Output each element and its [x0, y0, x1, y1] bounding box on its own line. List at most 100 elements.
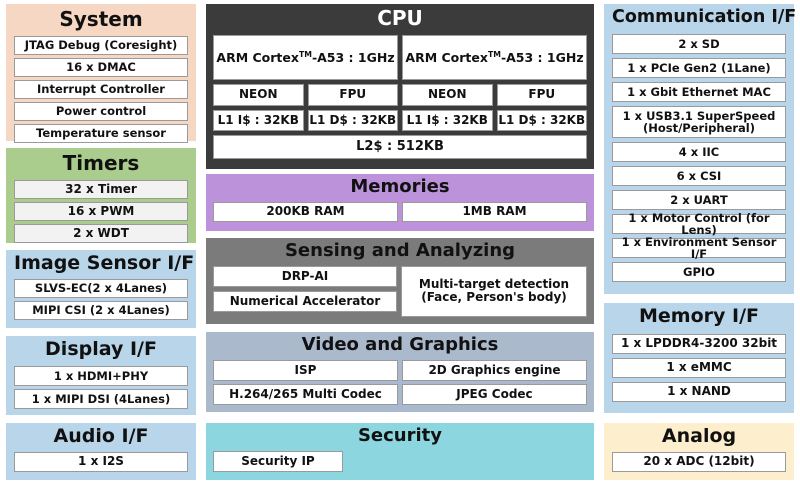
block-cpu: CPU ARM CortexTM-A53 : 1GHz ARM CortexTM… [206, 4, 594, 169]
block-title-system: System [59, 7, 143, 31]
block-title-timers: Timers [62, 151, 140, 175]
cell-l2-cache: L2$ : 512KB [213, 135, 587, 159]
cpu-core-0-prefix: ARM Cortex [216, 49, 299, 65]
cell-pwm: 16 x PWM [14, 202, 188, 221]
cell-iic: 4 x IIC [612, 142, 786, 163]
cpu-core-1-prefix: ARM Cortex [405, 49, 488, 65]
sensing-cell-list: DRP-AI Numerical Accelerator Multi-targe… [213, 265, 587, 317]
cpu-cell-list: ARM CortexTM-A53 : 1GHz ARM CortexTM-A53… [213, 35, 587, 159]
communication-cell-list: 2 x SD 1 x PCIe Gen2 (1Lane) 1 x Gbit Et… [612, 34, 786, 283]
video-cell-list: ISP 2D Graphics engine H.264/265 Multi C… [213, 359, 587, 405]
block-title-security: Security [357, 425, 443, 446]
cpu-unit-row: NEON FPU NEON FPU [213, 84, 587, 106]
cpu-core-0-trademark: TM [298, 49, 312, 59]
cell-power-control: Power control [14, 102, 188, 121]
video-row-2: H.264/265 Multi Codec JPEG Codec [213, 383, 587, 405]
cell-lpddr4: 1 x LPDDR4-3200 32bit [612, 333, 786, 354]
block-title-analog: Analog [661, 425, 737, 447]
block-communication-if: Communication I/F 2 x SD 1 x PCIe Gen2 (… [604, 4, 797, 294]
block-title-sensing-and-analyzing: Sensing and Analyzing [284, 240, 516, 261]
block-video-and-graphics: Video and Graphics ISP 2D Graphics engin… [206, 332, 594, 412]
block-title-display-if: Display I/F [45, 338, 157, 360]
cell-numerical-accelerator: Numerical Accelerator [213, 290, 397, 312]
cell-mipi-dsi: 1 x MIPI DSI (4Lanes) [14, 388, 188, 409]
cell-cpu-core-1: ARM CortexTM-A53 : 1GHz [402, 35, 587, 80]
cell-slvs-ec: SLVS-EC(2 x 4Lanes) [14, 278, 188, 298]
cell-uart: 2 x UART [612, 190, 786, 211]
cell-multi-target-detection: Multi-target detection (Face, Person's b… [401, 265, 587, 317]
cell-security-ip: Security IP [213, 450, 343, 472]
audio-cell-list: 1 x I2S [14, 451, 188, 472]
display-cell-list: 1 x HDMI+PHY 1 x MIPI DSI (4Lanes) [14, 365, 188, 409]
block-title-image-sensor-if: Image Sensor I/F [14, 252, 195, 274]
cell-cpu-unit-2: NEON [402, 84, 493, 106]
block-security: Security Security IP [206, 423, 594, 480]
block-timers: Timers 32 x Timer 16 x PWM 2 x WDT [6, 148, 196, 243]
system-cell-list: JTAG Debug (Coresight) 16 x DMAC Interru… [14, 36, 188, 143]
block-display-if: Display I/F 1 x HDMI+PHY 1 x MIPI DSI (4… [6, 336, 196, 415]
cell-usb31-superspeed: 1 x USB3.1 SuperSpeed (Host/Peripheral) [612, 106, 786, 139]
cell-emmc: 1 x eMMC [612, 357, 786, 378]
block-title-communication-if: Communication I/F [612, 7, 797, 27]
cell-l1-cache-2: L1 I$ : 32KB [402, 110, 493, 131]
cpu-core-row: ARM CortexTM-A53 : 1GHz ARM CortexTM-A53… [213, 35, 587, 80]
cell-i2s: 1 x I2S [14, 451, 188, 472]
block-title-memories: Memories [350, 176, 450, 197]
image-sensor-cell-list: SLVS-EC(2 x 4Lanes) MIPI CSI (2 x 4Lanes… [14, 278, 188, 320]
cell-drp-ai: DRP-AI [213, 265, 397, 287]
video-row-1: ISP 2D Graphics engine [213, 359, 587, 381]
cell-gpio: GPIO [612, 262, 786, 283]
cell-cpu-unit-0: NEON [213, 84, 304, 106]
sensing-left-column: DRP-AI Numerical Accelerator [213, 265, 397, 317]
cell-environment-sensor-if: 1 x Environment Sensor I/F [612, 235, 786, 261]
cpu-core-0-suffix: -A53 : 1GHz [311, 49, 395, 65]
cell-temperature-sensor: Temperature sensor [14, 124, 188, 143]
cell-wdt: 2 x WDT [14, 224, 188, 243]
cell-l1-cache-3: L1 D$ : 32KB [496, 110, 587, 131]
analog-cell-list: 20 x ADC (12bit) [612, 451, 786, 472]
block-memories: Memories 200KB RAM 1MB RAM [206, 174, 594, 231]
cell-cpu-core-0: ARM CortexTM-A53 : 1GHz [213, 35, 398, 80]
cell-timer: 32 x Timer [14, 180, 188, 199]
block-title-memory-if: Memory I/F [638, 305, 759, 327]
cell-interrupt-controller: Interrupt Controller [14, 80, 188, 99]
cell-gbit-ethernet-mac: 1 x Gbit Ethernet MAC [612, 82, 786, 103]
cell-adc: 20 x ADC (12bit) [612, 451, 786, 472]
cell-h264-265-codec: H.264/265 Multi Codec [213, 383, 398, 405]
block-image-sensor-if: Image Sensor I/F SLVS-EC(2 x 4Lanes) MIP… [6, 250, 196, 328]
cell-nand: 1 x NAND [612, 381, 786, 402]
block-title-audio-if: Audio I/F [53, 425, 149, 447]
cell-isp: ISP [213, 359, 398, 381]
cell-hdmi-phy: 1 x HDMI+PHY [14, 365, 188, 386]
cell-cpu-unit-1: FPU [307, 84, 398, 106]
block-memory-if: Memory I/F 1 x LPDDR4-3200 32bit 1 x eMM… [604, 303, 794, 413]
block-title-video-and-graphics: Video and Graphics [301, 334, 499, 355]
cell-csi: 6 x CSI [612, 166, 786, 187]
block-sensing-and-analyzing: Sensing and Analyzing DRP-AI Numerical A… [206, 238, 594, 324]
cell-motor-control: 1 x Motor Control (for Lens) [612, 211, 786, 237]
cell-jtag-debug: JTAG Debug (Coresight) [14, 36, 188, 55]
cell-jpeg-codec: JPEG Codec [402, 383, 587, 405]
block-analog: Analog 20 x ADC (12bit) [604, 423, 794, 480]
cell-dmac: 16 x DMAC [14, 58, 188, 77]
cpu-core-1-suffix: -A53 : 1GHz [500, 49, 584, 65]
cell-mipi-csi: MIPI CSI (2 x 4Lanes) [14, 300, 188, 320]
memories-cell-list: 200KB RAM 1MB RAM [213, 201, 587, 222]
cell-l1-cache-1: L1 D$ : 32KB [307, 110, 398, 131]
cell-2d-graphics-engine: 2D Graphics engine [402, 359, 587, 381]
memory-if-cell-list: 1 x LPDDR4-3200 32bit 1 x eMMC 1 x NAND [612, 333, 786, 402]
cell-pcie-gen2: 1 x PCIe Gen2 (1Lane) [612, 58, 786, 79]
cell-ram-1mb: 1MB RAM [402, 201, 587, 222]
block-audio-if: Audio I/F 1 x I2S [6, 423, 196, 480]
cell-l1-cache-0: L1 I$ : 32KB [213, 110, 304, 131]
block-title-cpu: CPU [377, 6, 423, 30]
timers-cell-list: 32 x Timer 16 x PWM 2 x WDT [14, 180, 188, 243]
cell-ram-200kb: 200KB RAM [213, 201, 398, 222]
cell-cpu-unit-3: FPU [496, 84, 587, 106]
cell-sd: 2 x SD [612, 34, 786, 55]
cpu-l2-row: L2$ : 512KB [213, 135, 587, 159]
block-system: System JTAG Debug (Coresight) 16 x DMAC … [6, 4, 196, 143]
cpu-l1-row: L1 I$ : 32KB L1 D$ : 32KB L1 I$ : 32KB L… [213, 110, 587, 131]
security-cell-list: Security IP [213, 450, 587, 472]
